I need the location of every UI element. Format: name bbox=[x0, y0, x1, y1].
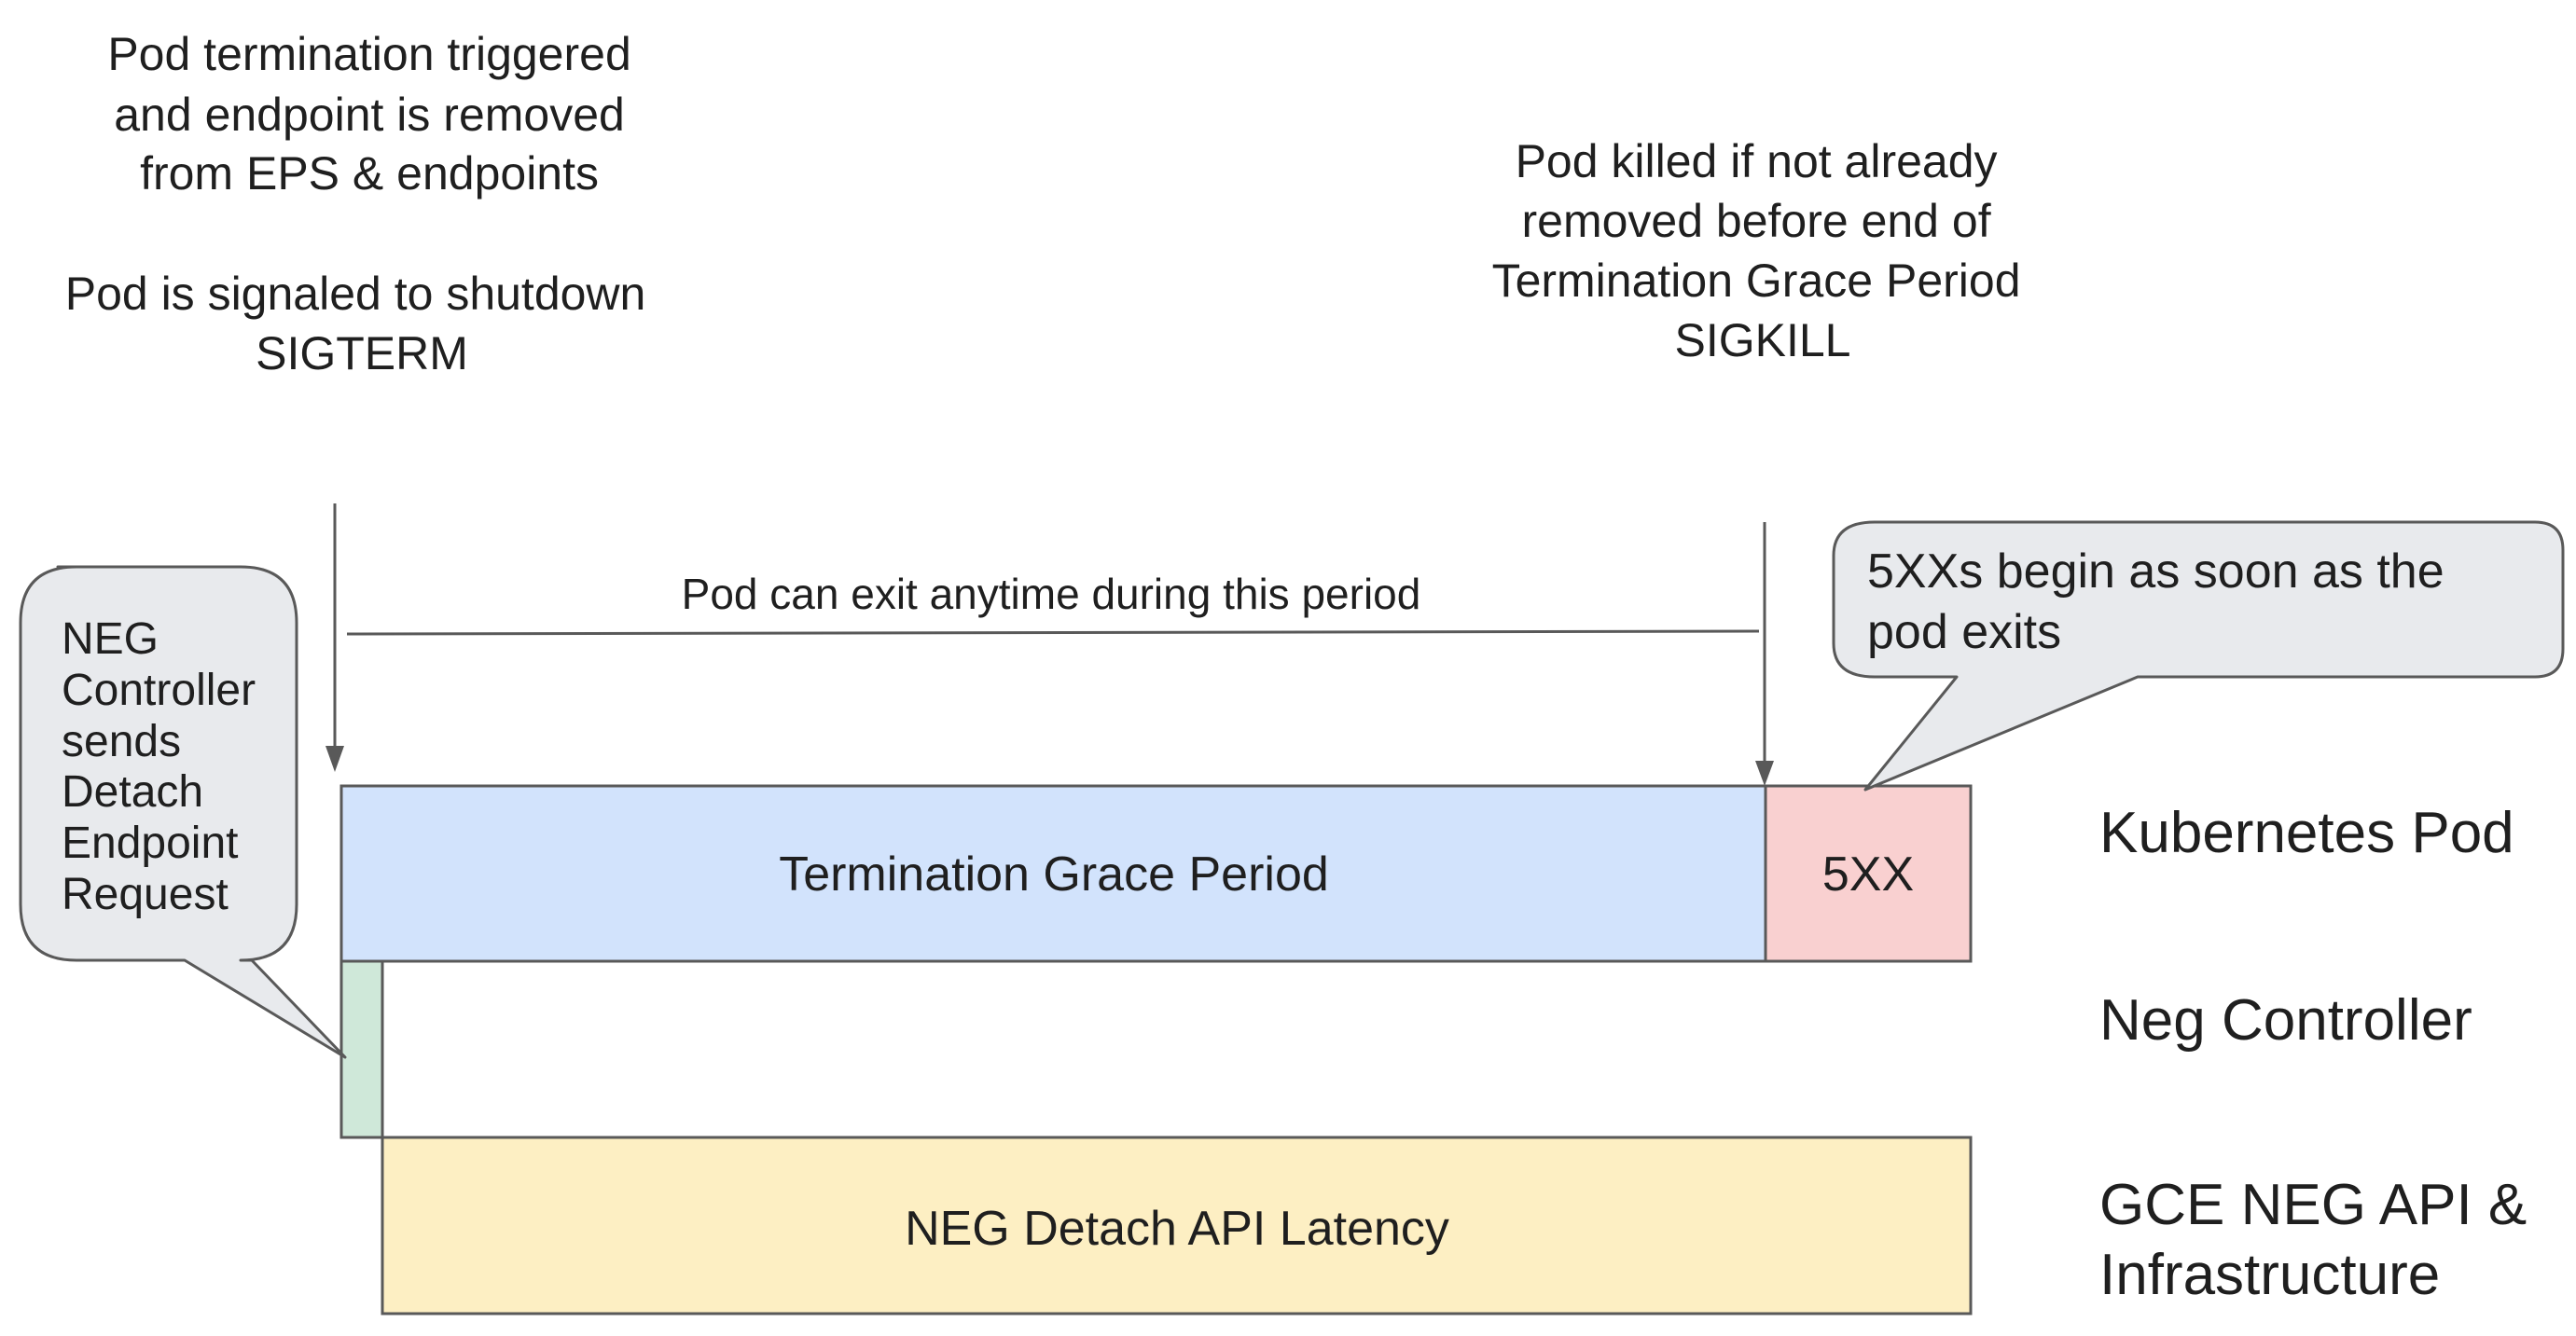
five-xx-label: 5XX bbox=[1822, 847, 1914, 902]
lane-neg-controller: Neg Controller bbox=[2099, 988, 2472, 1053]
callout-line: sends bbox=[62, 717, 181, 766]
neg-detach-label: NEG Detach API Latency bbox=[905, 1202, 1449, 1256]
callout-line: Endpoint bbox=[62, 819, 239, 868]
sigterm-line: Pod is signaled to shutdown bbox=[65, 268, 646, 320]
sigterm-line: and endpoint is removed bbox=[114, 89, 625, 141]
callout-line: Request bbox=[62, 870, 229, 919]
sigkill-line: Termination Grace Period bbox=[1492, 255, 2021, 307]
lane-line: Infrastructure bbox=[2099, 1243, 2440, 1307]
sigterm-line: SIGTERM bbox=[256, 327, 468, 379]
neg-detach-bar bbox=[381, 1136, 1973, 1315]
sigkill-line: SIGKILL bbox=[1675, 314, 1851, 366]
callout-line: Controller bbox=[62, 666, 256, 715]
sigkill-arrowhead bbox=[1755, 761, 1774, 786]
neg-controller-bar bbox=[339, 959, 384, 1139]
exit-period-label: Pod can exit anytime during this period bbox=[682, 570, 1421, 618]
callout-line: NEG bbox=[62, 614, 159, 664]
lane-kubernetes-pod: Kubernetes Pod bbox=[2099, 801, 2514, 865]
callout-line: 5XXs begin as soon as the bbox=[1867, 544, 2444, 599]
sigterm-arrowhead bbox=[325, 746, 344, 772]
five-xx-callout-text: 5XXs begin as soon as the pod exits bbox=[1867, 544, 2458, 659]
sigterm-annotation: Pod termination triggered and endpoint i… bbox=[65, 28, 659, 379]
termination-grace-bar bbox=[339, 784, 1767, 963]
exit-period-line bbox=[346, 629, 1760, 636]
neg-controller-callout-text: NEG Controller sends Detach Endpoint Req… bbox=[62, 614, 268, 919]
five-xx-callout bbox=[1832, 520, 2565, 792]
neg-controller-callout bbox=[19, 565, 347, 1059]
sigterm-line: from EPS & endpoints bbox=[140, 147, 599, 200]
callout-line: Detach bbox=[62, 767, 203, 817]
sigkill-line: removed before end of bbox=[1521, 195, 1990, 247]
callout-line: pod exits bbox=[1867, 605, 2061, 659]
sigterm-line: Pod termination triggered bbox=[107, 28, 630, 80]
sigkill-line: Pod killed if not already bbox=[1516, 135, 1998, 187]
lane-line: GCE NEG API & bbox=[2099, 1173, 2527, 1237]
lane-gce-neg-api: GCE NEG API & Infrastructure bbox=[2099, 1173, 2542, 1307]
termination-grace-label: Termination Grace Period bbox=[779, 847, 1329, 902]
sigkill-annotation: Pod killed if not already removed before… bbox=[1492, 135, 2034, 366]
